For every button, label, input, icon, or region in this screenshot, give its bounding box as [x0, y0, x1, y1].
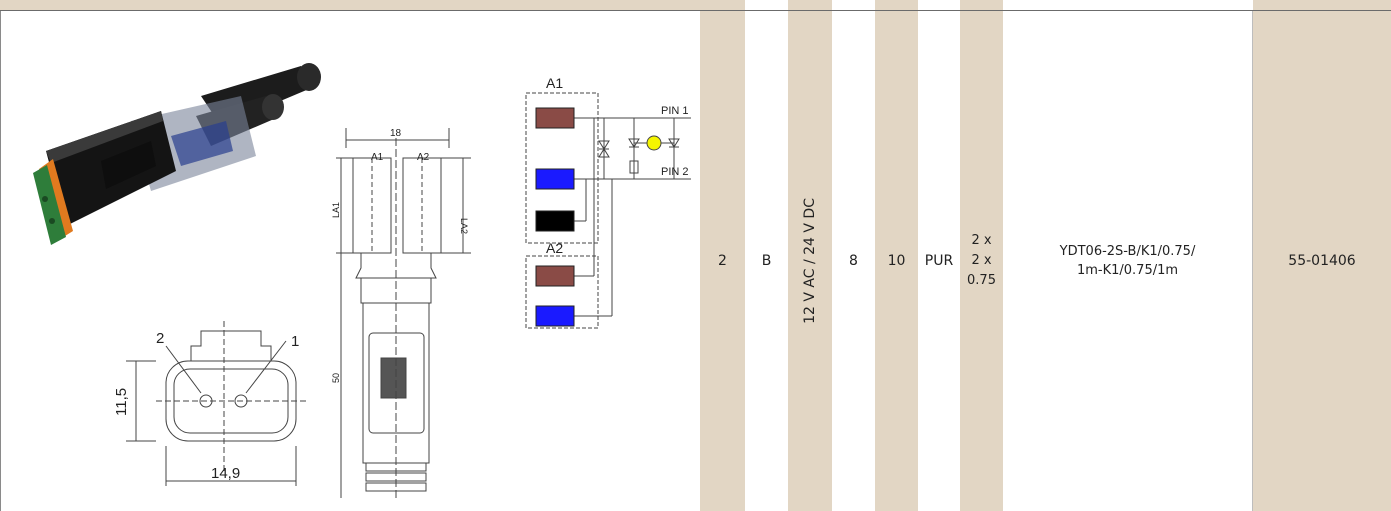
article-description-line-1: YDT06-2S-B/K1/0.75/ — [1059, 244, 1196, 259]
part-number-value: 55-01406 — [1288, 253, 1356, 269]
col-10-cell: 10 — [875, 11, 918, 511]
side-view-drawing: 18 A1 A2 LA1 LA2 50 — [331, 128, 471, 498]
wire-black-a1 — [535, 210, 575, 232]
top-dimension: 18 — [390, 128, 402, 139]
wire-blue-a1 — [535, 168, 575, 190]
wire-brown-a1 — [535, 107, 575, 129]
group-a1-label: A1 — [546, 75, 563, 91]
wiring-schematic: A1 A2 PIN 1 PIN 2 — [525, 75, 691, 329]
cross-section-line-3: 0.75 — [967, 273, 996, 288]
drawings-cell: 2 1 11,5 14,9 — [0, 11, 701, 511]
pin1-label: PIN 1 — [661, 105, 689, 117]
width-dimension: 14,9 — [211, 465, 240, 482]
height-dimension: 11,5 — [113, 388, 130, 416]
connector-3d-render — [33, 63, 321, 245]
front-view-drawing: 2 1 11,5 14,9 — [113, 321, 306, 486]
cable-material-cell: PUR — [918, 11, 960, 511]
led-indicator-icon — [646, 135, 662, 151]
product-row: 2 1 11,5 14,9 — [0, 11, 1391, 511]
cross-section-cell: 2 x 2 x 0.75 — [960, 11, 1003, 511]
part-number-cell: 55-01406 — [1253, 11, 1391, 511]
length-a1-label: LA1 — [331, 202, 341, 218]
type-value: B — [761, 253, 772, 269]
cable-material-value: PUR — [924, 253, 954, 269]
side-label-a2: A2 — [417, 152, 430, 163]
header-gap — [832, 0, 875, 10]
side-label-a1: A1 — [371, 152, 384, 163]
header-gap — [745, 0, 788, 10]
col-10-value: 10 — [887, 253, 906, 269]
pin2-label: PIN 2 — [661, 166, 689, 178]
header-gap — [918, 0, 960, 10]
pin-right-label: 1 — [291, 333, 299, 350]
voltage-value: 12 V AC / 24 V DC — [802, 198, 818, 324]
voltage-cell: 12 V AC / 24 V DC — [788, 11, 832, 511]
article-description-line-2: 1m-K1/0.75/1m — [1076, 263, 1179, 278]
wire-blue-a2 — [535, 305, 575, 327]
col-8-cell: 8 — [832, 11, 875, 511]
length-a2-label: LA2 — [459, 218, 469, 234]
cross-section-line-1: 2 x — [971, 233, 992, 248]
poles-value: 2 — [718, 253, 727, 269]
length-dimension: 50 — [331, 373, 341, 383]
pin-left-label: 2 — [156, 330, 164, 347]
wire-brown-a2 — [535, 265, 575, 287]
cross-section-line-2: 2 x — [971, 253, 992, 268]
article-description-cell: YDT06-2S-B/K1/0.75/ 1m-K1/0.75/1m — [1003, 11, 1253, 511]
header-strip — [0, 0, 1391, 11]
group-a2-label: A2 — [546, 240, 563, 256]
header-gap — [1003, 0, 1253, 10]
col-8-value: 8 — [849, 253, 858, 269]
type-cell: B — [745, 11, 788, 511]
poles-cell: 2 — [700, 11, 745, 511]
